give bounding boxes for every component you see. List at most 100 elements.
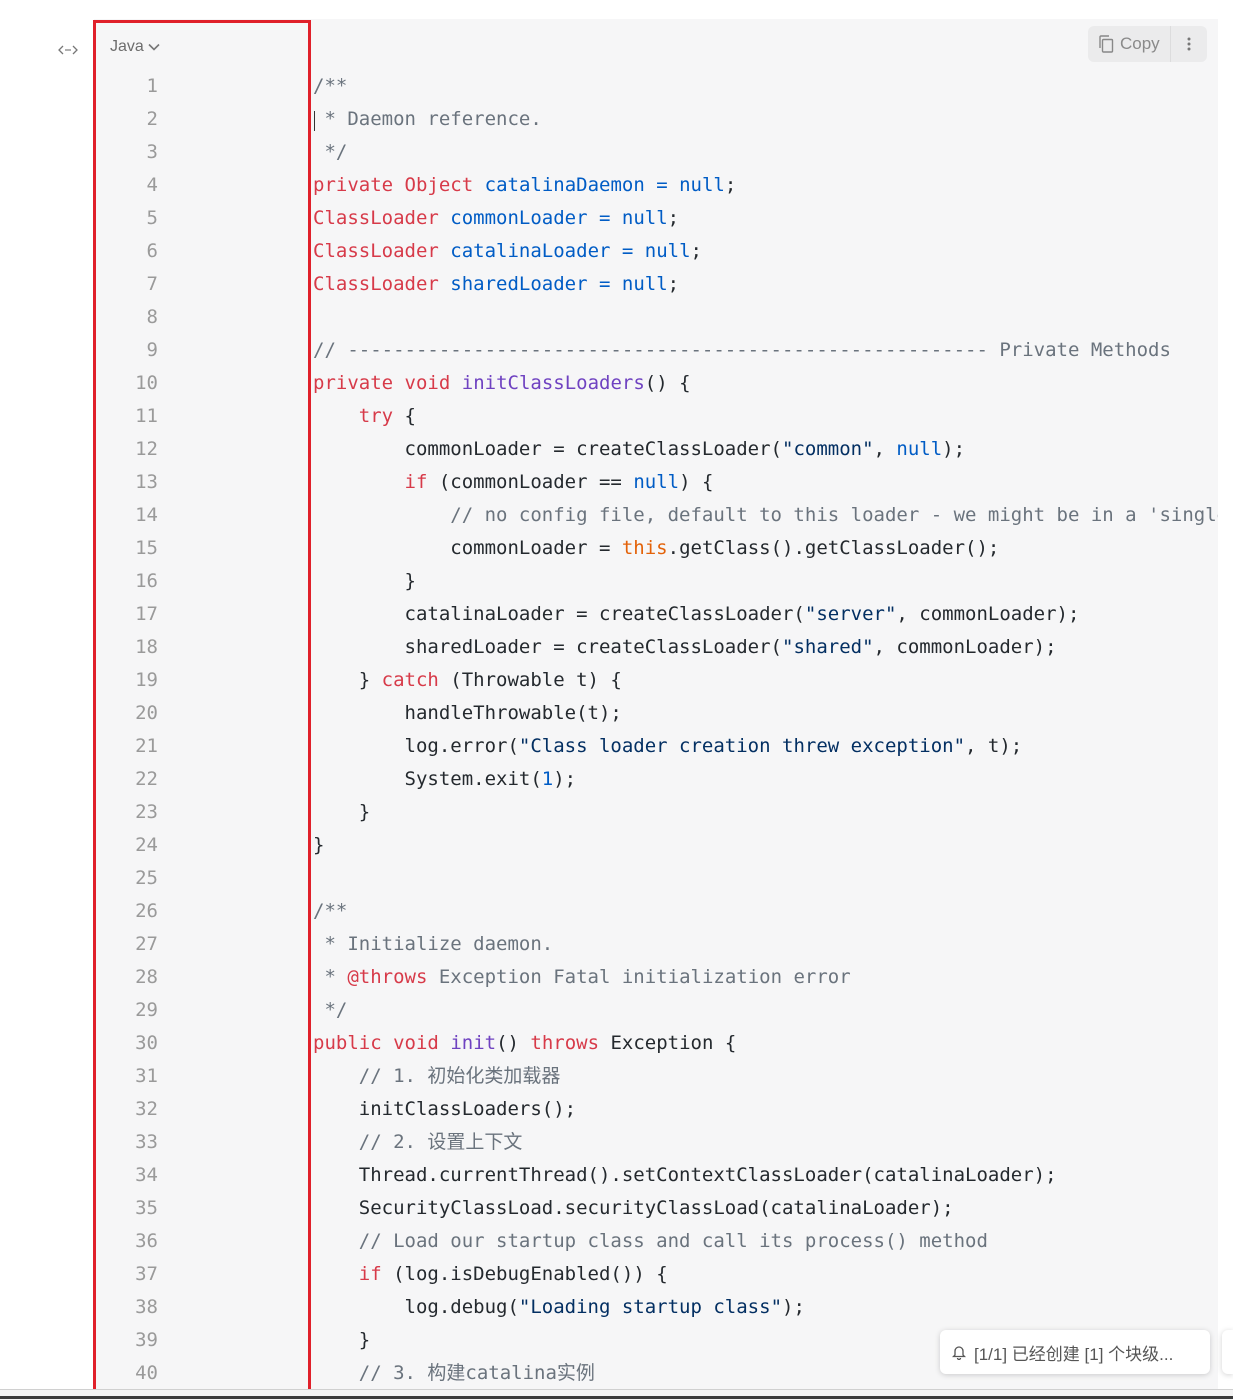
line-number: 9 [146,339,158,361]
notification-toast-stub [1222,1330,1233,1374]
code-text: public void init() throws Exception { [313,1027,736,1060]
code-token: null [679,174,725,196]
code-token: /** [313,75,348,97]
code-token: sharedLoader = createClassLoader( [313,636,783,658]
code-token: SecurityClassLoad.securityClassLoad(cata… [313,1197,954,1219]
code-token: } [313,1329,371,1351]
line-number: 3 [146,141,158,163]
code-token: , commonLoader); [873,636,1057,658]
code-line: 26/** [94,895,1218,928]
line-number: 7 [146,273,158,295]
code-line: 23 } [94,796,1218,829]
code-token: "common" [782,438,874,460]
code-token: ) { [679,471,714,493]
code-token: } [313,669,382,691]
text-cursor [314,111,315,131]
code-token: // 1. 初始化类加载器 [313,1065,561,1087]
code-token: commonLoader = [313,537,622,559]
code-token: init [450,1032,497,1054]
code-token: private [313,372,394,394]
line-number: 22 [135,768,158,790]
code-text: ClassLoader sharedLoader = null; [313,268,679,301]
language-label: Java [110,38,144,55]
code-token: catalinaLoader = createClassLoader( [313,603,805,625]
code-token [313,405,359,427]
code-token [382,1032,393,1054]
line-number: 25 [135,867,158,889]
notification-toast[interactable]: [1/1] 已经创建 [1] 个块级... [940,1330,1210,1374]
code-token: private [313,174,394,196]
line-number: 13 [135,471,158,493]
code-text: Thread.currentThread().setContextClassLo… [313,1159,1057,1192]
code-token: */ [313,999,348,1021]
line-number: 20 [135,702,158,724]
code-token: "server" [804,603,897,625]
code-token: throws [530,1032,600,1054]
copy-button[interactable]: Copy [1088,26,1170,62]
code-line: 33 // 2. 设置上下文 [94,1126,1218,1159]
code-token: Thread.currentThread().setContextClassLo… [313,1164,1057,1186]
code-text: } [313,829,324,862]
line-number: 36 [135,1230,158,1252]
line-number: 38 [135,1296,158,1318]
code-token: (Throwable t) { [438,669,622,691]
code-line: 36 // Load our startup class and call it… [94,1225,1218,1258]
line-number: 23 [135,801,158,823]
code-toolbar: Copy [1088,26,1207,62]
code-line: 20 handleThrowable(t); [94,697,1218,730]
line-number: 24 [135,834,158,856]
code-token: handleThrowable(t); [313,702,622,724]
code-token: null [896,438,943,460]
line-number: 18 [135,636,158,658]
more-options-button[interactable] [1169,26,1207,62]
code-text: } catch (Throwable t) { [313,664,622,697]
code-token [393,174,404,196]
code-line: 31 // 1. 初始化类加载器 [94,1060,1218,1093]
code-text: * @throws Exception Fatal initialization… [313,961,850,994]
code-text: } [313,1324,370,1357]
line-number: 37 [135,1263,158,1285]
code-line: 35 SecurityClassLoad.securityClassLoad(c… [94,1192,1218,1225]
expand-icon[interactable] [56,40,80,60]
code-token: } [313,570,416,592]
code-token [473,174,484,196]
code-line: 37 if (log.isDebugEnabled()) { [94,1258,1218,1291]
code-line: 15 commonLoader = this.getClass().getCla… [94,532,1218,565]
bottom-bar [0,1389,1233,1400]
code-text: handleThrowable(t); [313,697,622,730]
code-token: public [313,1032,382,1054]
code-token [439,273,450,295]
code-text: log.error("Class loader creation threw e… [313,730,1023,763]
language-selector[interactable]: Java [110,37,160,57]
code-line: 18 sharedLoader = createClassLoader("sha… [94,631,1218,664]
code-token: if [404,471,428,493]
code-token: () { [644,372,691,394]
code-token: @throws [347,966,428,988]
code-line: 27 * Initialize daemon. [94,928,1218,961]
line-number: 5 [146,207,158,229]
line-number: 10 [135,372,158,394]
code-text: private Object catalinaDaemon = null; [313,169,736,202]
code-line: 12 commonLoader = createClassLoader("com… [94,433,1218,466]
code-line: 34 Thread.currentThread().setContextClas… [94,1159,1218,1192]
code-line: 1/** [94,70,1218,103]
line-number: 28 [135,966,158,988]
code-token: null [621,207,668,229]
line-number: 32 [135,1098,158,1120]
code-token: = [587,207,622,229]
code-token: Object [404,174,474,196]
code-token: */ [313,141,348,163]
code-text: /** [313,70,347,103]
code-token: * Daemon reference. [313,108,542,130]
code-text: // no config file, default to this loade… [313,499,1218,532]
code-text: SecurityClassLoad.securityClassLoad(cata… [313,1192,954,1225]
code-token: , t); [965,735,1023,757]
code-token [313,1263,359,1285]
code-token: commonLoader [450,207,588,229]
code-token: log.error( [313,735,519,757]
code-line: 19 } catch (Throwable t) { [94,664,1218,697]
